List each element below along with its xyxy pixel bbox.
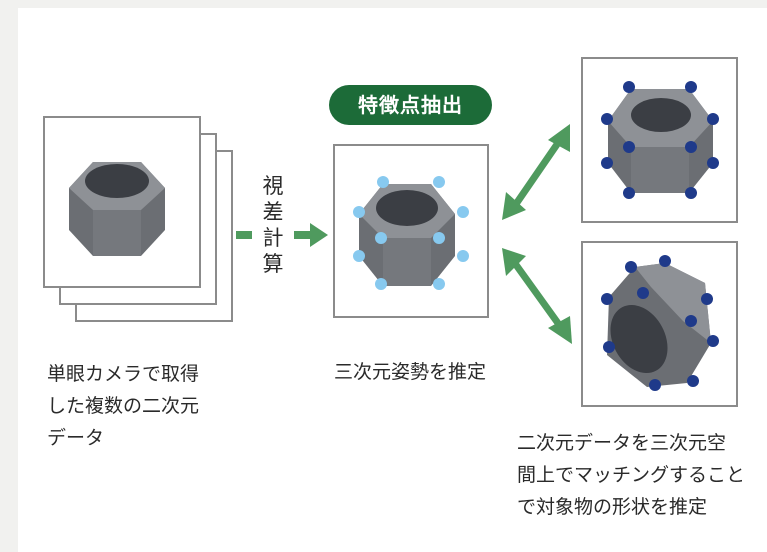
parallax-char-1: 視 bbox=[262, 174, 284, 198]
matching-caption-line-1: 二次元データを三次元空 bbox=[517, 432, 727, 454]
match-card-top bbox=[581, 57, 738, 223]
parallax-char-4: 算 bbox=[262, 252, 284, 276]
matching-caption-line-3: で対象物の形状を推定 bbox=[517, 496, 708, 518]
hex-nut-icon bbox=[69, 162, 165, 256]
pose-card bbox=[333, 144, 489, 318]
hex-nut-matched-points-icon bbox=[601, 81, 719, 199]
parallax-char-3: 計 bbox=[262, 226, 284, 250]
green-arrow-icon bbox=[236, 223, 328, 247]
matching-caption-line-2: 間上でマッチングすること bbox=[517, 464, 746, 486]
hex-nut-feature-points-icon bbox=[353, 176, 469, 290]
image-stack-front bbox=[43, 116, 201, 288]
parallax-label: 視 差 計 算 bbox=[258, 173, 288, 277]
double-headed-arrow-icon bbox=[502, 248, 572, 344]
pose-caption: 三次元姿勢を推定 bbox=[334, 361, 487, 383]
parallax-char-2: 差 bbox=[262, 200, 284, 224]
input-caption-line-3: データ bbox=[47, 427, 105, 449]
double-headed-arrow-icon bbox=[502, 124, 570, 220]
input-caption-line-1: 単眼カメラで取得 bbox=[47, 363, 200, 385]
input-caption-line-2: した複数の二次元 bbox=[47, 395, 200, 417]
hex-nut-rotated-points-icon bbox=[601, 255, 719, 391]
feature-extraction-badge: 特徴点抽出 bbox=[329, 85, 492, 125]
match-card-bottom bbox=[581, 241, 738, 407]
